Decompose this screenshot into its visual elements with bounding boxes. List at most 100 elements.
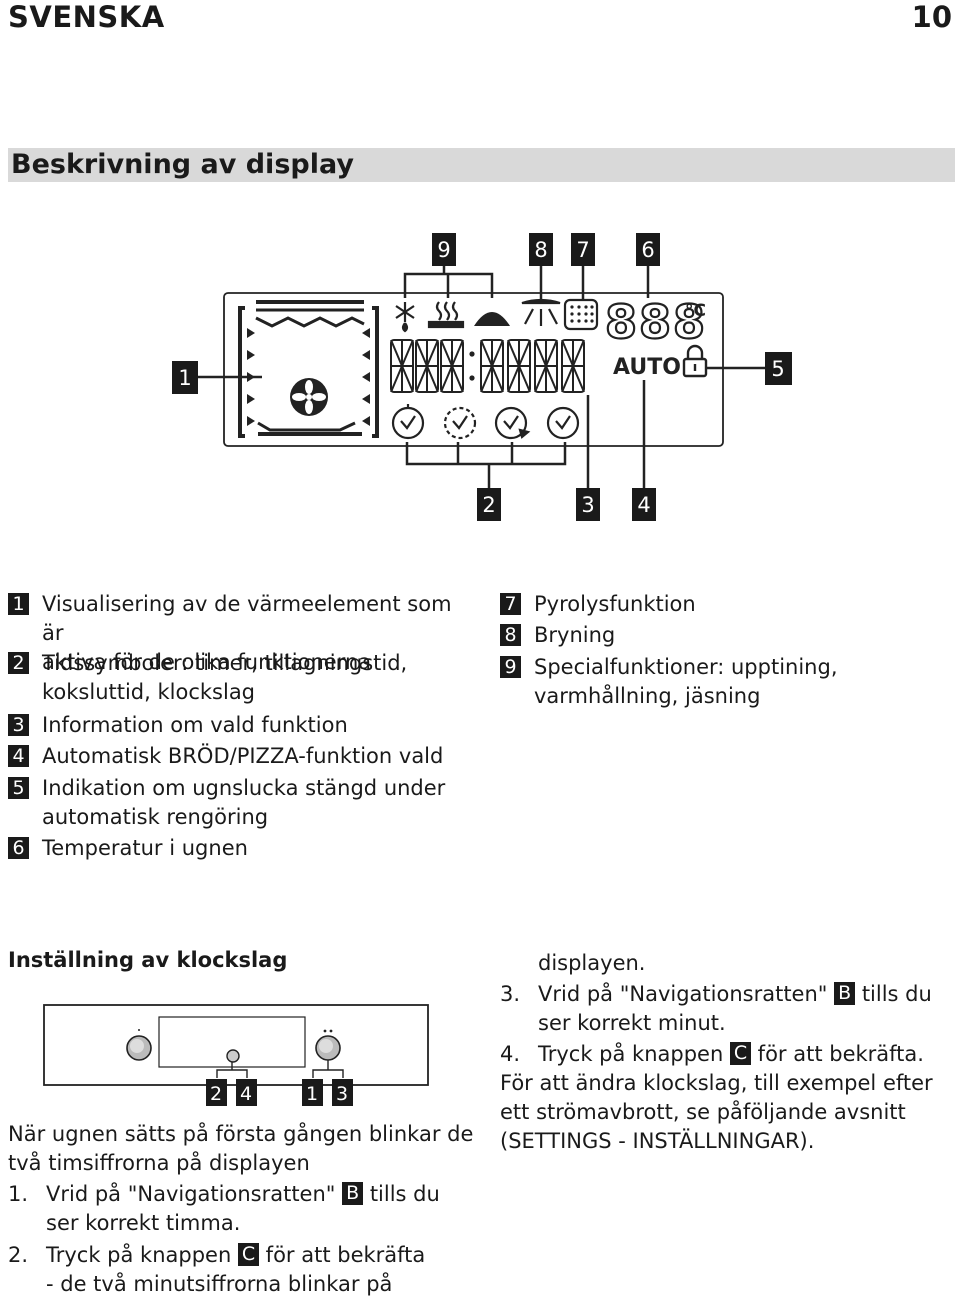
- proving-icon: [427, 301, 465, 329]
- legend-text: koksluttid, klockslag: [42, 680, 256, 704]
- legend-number: 7: [500, 593, 521, 615]
- legend-number: 8: [500, 624, 521, 646]
- step-text: ser korrekt minut.: [538, 1011, 726, 1035]
- rack-level-markers: [247, 328, 370, 426]
- step-number: 1.: [8, 1182, 29, 1206]
- segment-digit: [507, 339, 531, 393]
- legend-number: 3: [8, 714, 29, 736]
- segment-digits: [390, 339, 585, 393]
- defrost-icon: [395, 302, 415, 333]
- step-text: för att bekräfta: [265, 1243, 426, 1267]
- legend-text: aktiva för de olika funktionerna: [42, 650, 372, 674]
- oven-cavity-icon: [238, 300, 379, 438]
- segment-digit: [561, 339, 585, 393]
- step-4: 4. Tryck på knappen C för att bekräfta.: [500, 1040, 958, 1069]
- page-number: 10: [911, 0, 952, 34]
- inline-label-b: B: [834, 982, 856, 1005]
- outro-line: (SETTINGS - INSTÄLLNINGAR).: [500, 1129, 815, 1153]
- end-time-icon: [494, 406, 531, 440]
- legend-text: varmhållning, jäsning: [534, 684, 761, 708]
- step-text: Tryck på knappen: [46, 1243, 232, 1267]
- segment-digit: [440, 339, 464, 393]
- segment-digit: [534, 339, 558, 393]
- step-text: tills du: [861, 982, 932, 1006]
- legend-text: Automatisk BRÖD/PIZZA-funktion vald: [42, 744, 444, 768]
- colon-separators: [469, 351, 475, 381]
- legend-text: Tidssymboler: timer, tillagningstid,: [42, 651, 408, 675]
- callout-5-box: [765, 352, 792, 385]
- callout-4-box: [632, 488, 656, 521]
- step-1: 1. Vrid på "Navigationsratten" B tills d…: [8, 1180, 478, 1238]
- callout-7-label: 7: [576, 238, 589, 262]
- inline-label-b: B: [342, 1182, 364, 1205]
- step-number: 2.: [8, 1243, 29, 1267]
- step-number: 4.: [500, 1042, 521, 1066]
- legend-text: Bryning: [534, 623, 616, 647]
- section-title: Beskrivning av display: [11, 149, 354, 180]
- lock-icon: [682, 344, 708, 378]
- legend-text: Temperatur i ugnen: [42, 836, 248, 860]
- step-3: 3. Vrid på "Navigationsratten" B tills d…: [500, 980, 958, 1038]
- timer-icon: [391, 404, 425, 440]
- panel-label: 2: [210, 1083, 222, 1105]
- legend-text: Visualisering av de värmeelement som är: [42, 592, 452, 645]
- clock-section-title: Inställning av klockslag: [8, 948, 288, 972]
- callout-9-label: 9: [437, 238, 450, 262]
- header-language: SVENSKA: [8, 0, 165, 34]
- callout-8-label: 8: [534, 238, 547, 262]
- inline-label-c: C: [729, 1042, 751, 1065]
- legend-text: Specialfunktioner: upptining,: [534, 655, 838, 679]
- callout-7-box: [571, 233, 595, 266]
- outro-line: För att ändra klockslag, till exempel ef…: [500, 1071, 933, 1095]
- temperature-digits: 888: [605, 295, 707, 349]
- callout-3-box: [576, 488, 600, 521]
- inline-label-c: C: [237, 1243, 259, 1266]
- callout-2-label: 2: [482, 493, 495, 517]
- button-small: [226, 1049, 240, 1063]
- panel-label: 4: [240, 1083, 252, 1105]
- step-text: - de två minutsiffrorna blinkar på: [46, 1272, 393, 1296]
- control-panel-diagram: 2 4 1 3: [43, 1004, 429, 1106]
- segment-digit: [480, 339, 504, 393]
- legend-number: 5: [8, 777, 29, 799]
- outro-line: ett strömavbrott, se påföljande avsnitt: [500, 1100, 906, 1124]
- step-text: ser korrekt timma.: [46, 1211, 241, 1235]
- leader-lines: [198, 266, 765, 488]
- step-text: Vrid på "Navigationsratten": [538, 982, 828, 1006]
- auto-label: AUTO: [613, 355, 681, 380]
- callout-badges: [172, 233, 792, 521]
- step-2: 2. Tryck på knappen C för att bekräfta -…: [8, 1241, 478, 1299]
- legend-text: Indikation om ugnslucka stängd under: [42, 776, 446, 800]
- cook-time-icon: [443, 406, 477, 440]
- callout-8-box: [529, 233, 553, 266]
- legend-number: 9: [500, 656, 521, 678]
- callout-2-box: [477, 488, 501, 521]
- step-text: Tryck på knappen: [538, 1042, 724, 1066]
- callout-5-label: 5: [771, 357, 784, 381]
- step-text: tills du: [369, 1182, 440, 1206]
- warming-icon: [474, 306, 510, 326]
- clock-intro: När ugnen sätts på första gången blinkar…: [8, 1120, 478, 1178]
- intro-line: När ugnen sätts på första gången blinkar…: [8, 1122, 474, 1146]
- lcd-frame: [223, 292, 724, 447]
- clock-outro: För att ändra klockslag, till exempel ef…: [500, 1069, 958, 1156]
- legend-text: Information om vald funktion: [42, 713, 348, 737]
- temperature-unit: °C: [685, 301, 706, 321]
- intro-line: två timsiffrorna på displayen: [8, 1151, 310, 1175]
- step-number: 3.: [500, 982, 521, 1006]
- callout-3-label: 3: [581, 493, 594, 517]
- legend-number: 4: [8, 745, 29, 767]
- callout-6-box: [636, 233, 660, 266]
- display-diagram: 9 8 7 6 1 5 2 3 4: [172, 233, 792, 521]
- callout-1-label: 1: [178, 366, 191, 390]
- pyrolysis-icon: [563, 298, 599, 331]
- segment-digit: [415, 339, 439, 393]
- step-text: för att bekräfta.: [757, 1042, 924, 1066]
- legend-number: 2: [8, 652, 29, 674]
- step-2-continued: displayen.: [538, 951, 646, 975]
- panel-label: 3: [336, 1083, 348, 1105]
- segment-digit: [390, 339, 414, 393]
- legend-number: 1: [8, 593, 29, 615]
- left-knob: [126, 1035, 152, 1061]
- callout-6-label: 6: [641, 238, 654, 262]
